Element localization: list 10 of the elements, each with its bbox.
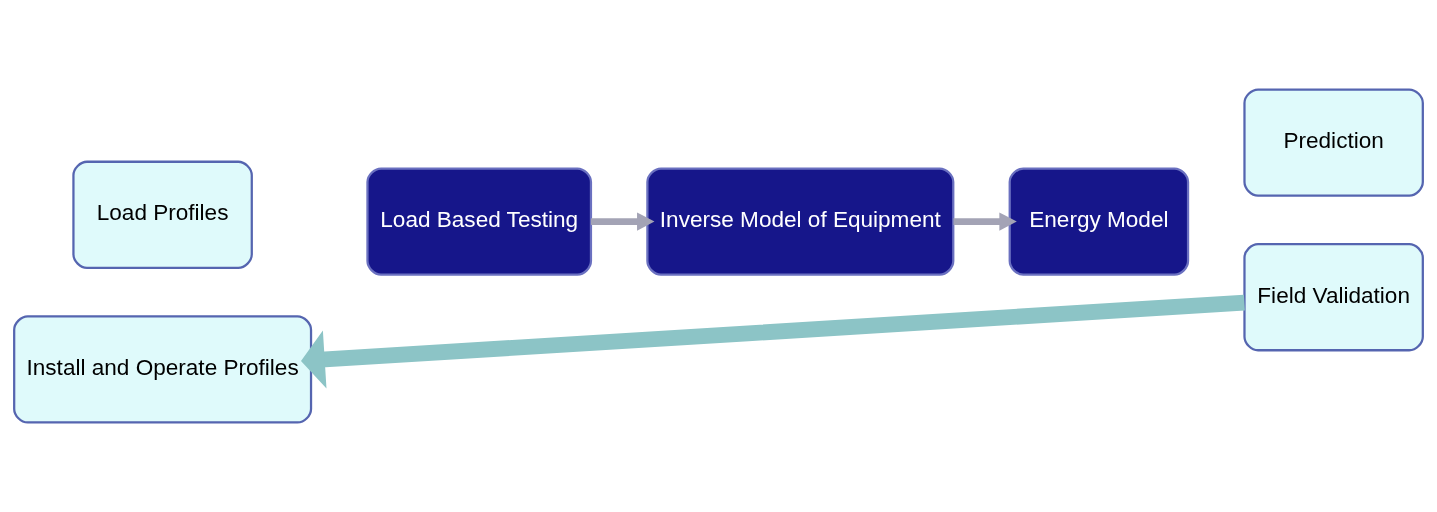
node-box: Install and Operate Profiles <box>13 315 313 424</box>
node-box: Inverse Model of Equipment <box>646 167 955 276</box>
node-box: Field Validation <box>1243 243 1424 352</box>
node-box: Load Profiles <box>72 160 253 269</box>
arrow <box>301 294 1245 389</box>
node-box: Energy Model <box>1008 167 1190 276</box>
node-box: Prediction <box>1243 88 1424 197</box>
arrow <box>590 212 655 231</box>
arrow <box>953 212 1017 231</box>
node-box: Load Based Testing <box>366 167 593 276</box>
